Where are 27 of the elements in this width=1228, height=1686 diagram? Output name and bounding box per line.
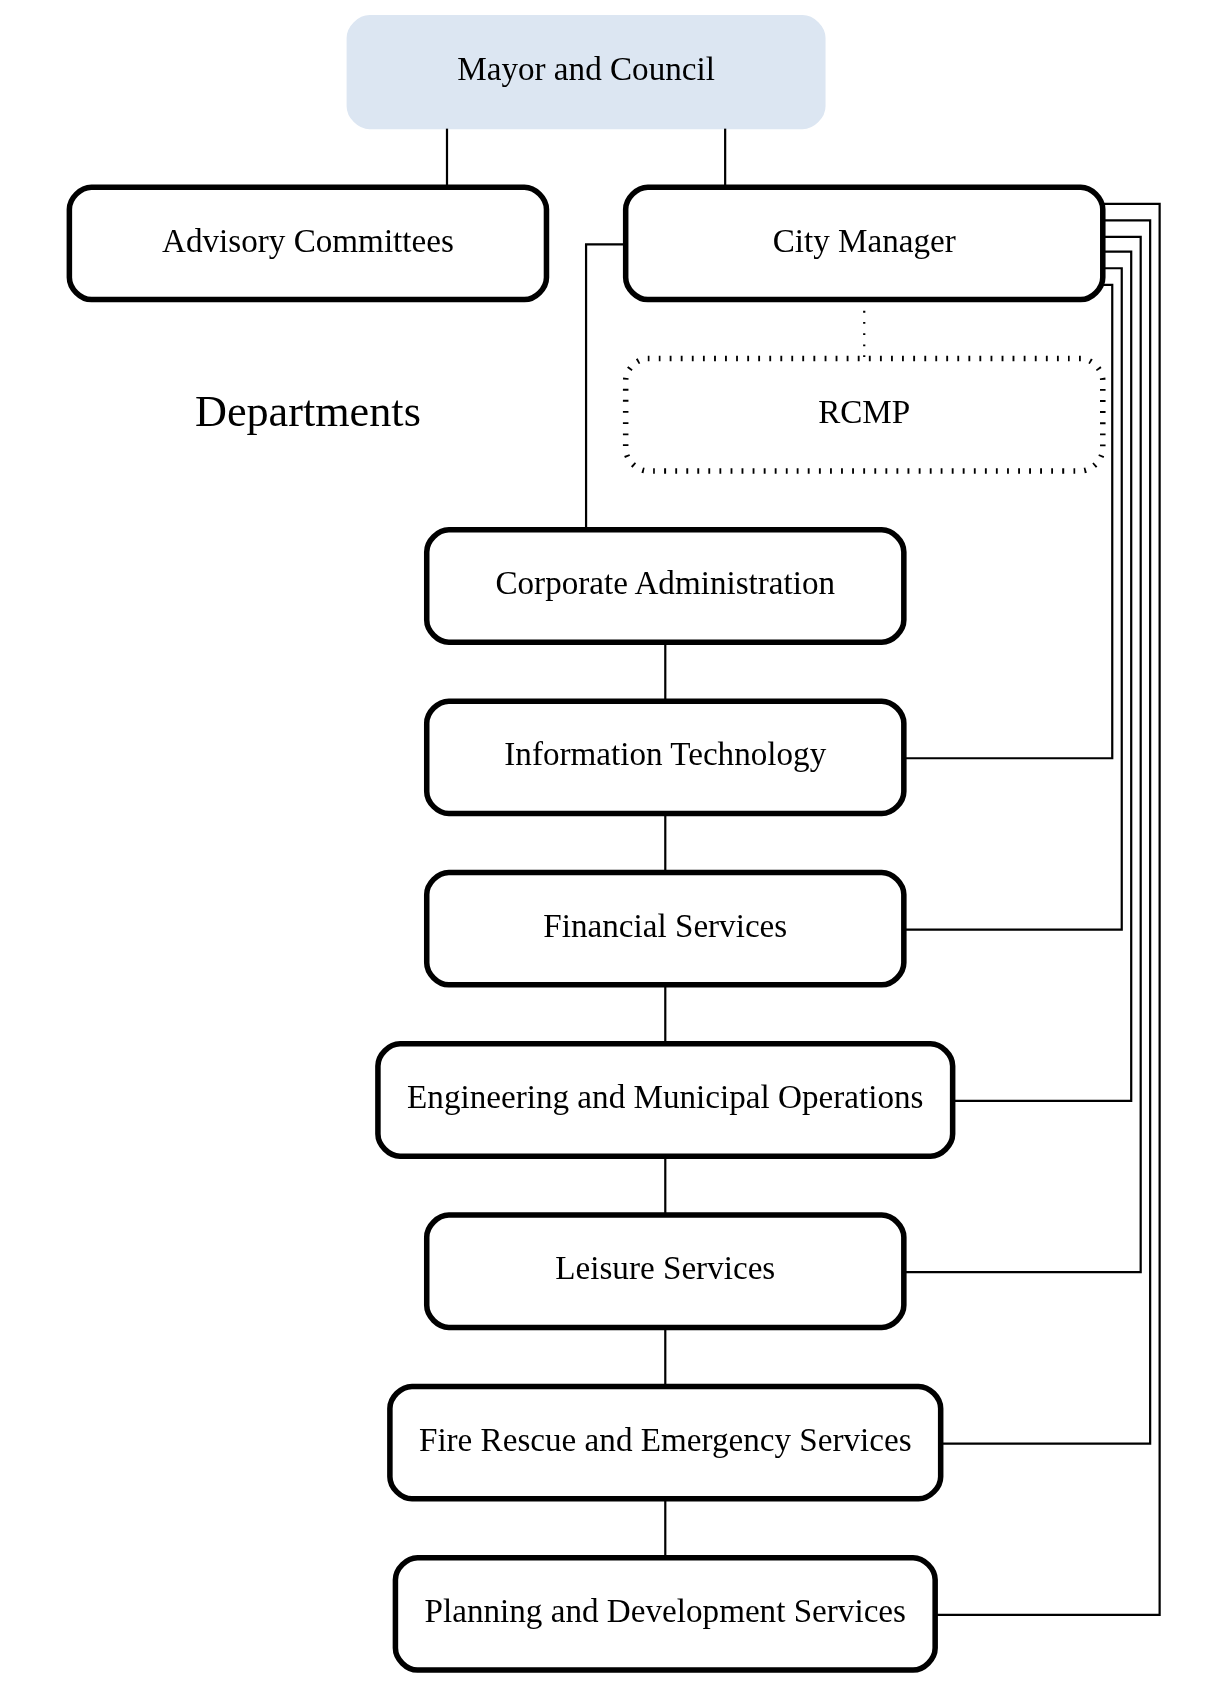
connector <box>723 128 726 187</box>
connector <box>903 235 1142 1274</box>
node-box: Planning and Development Services <box>392 1554 938 1673</box>
connector <box>663 985 666 1044</box>
node-box: Financial Services <box>423 869 907 988</box>
node-box: Information Technology <box>423 698 907 817</box>
node-box: Corporate Administration <box>423 527 907 645</box>
node-box: Leisure Services <box>423 1212 907 1331</box>
node-box: RCMP <box>622 355 1106 474</box>
connector <box>904 283 1113 760</box>
node-box: Fire Rescue and Emergency Services <box>386 1383 943 1502</box>
connector <box>663 1327 666 1387</box>
connector <box>445 128 448 187</box>
connector <box>952 250 1132 1102</box>
connector <box>940 219 1151 1445</box>
connector <box>663 813 666 873</box>
connector <box>584 243 625 530</box>
node-box: Advisory Committees <box>66 184 549 303</box>
label: Departments <box>194 387 421 437</box>
node-box: City Manager <box>622 184 1106 303</box>
connector <box>663 1499 666 1558</box>
connector <box>935 202 1161 1616</box>
node-box: Mayor and Council <box>346 15 826 130</box>
connector <box>663 1156 666 1215</box>
connector <box>663 642 666 701</box>
node-box: Engineering and Municipal Operations <box>374 1041 955 1159</box>
connector <box>903 267 1123 931</box>
